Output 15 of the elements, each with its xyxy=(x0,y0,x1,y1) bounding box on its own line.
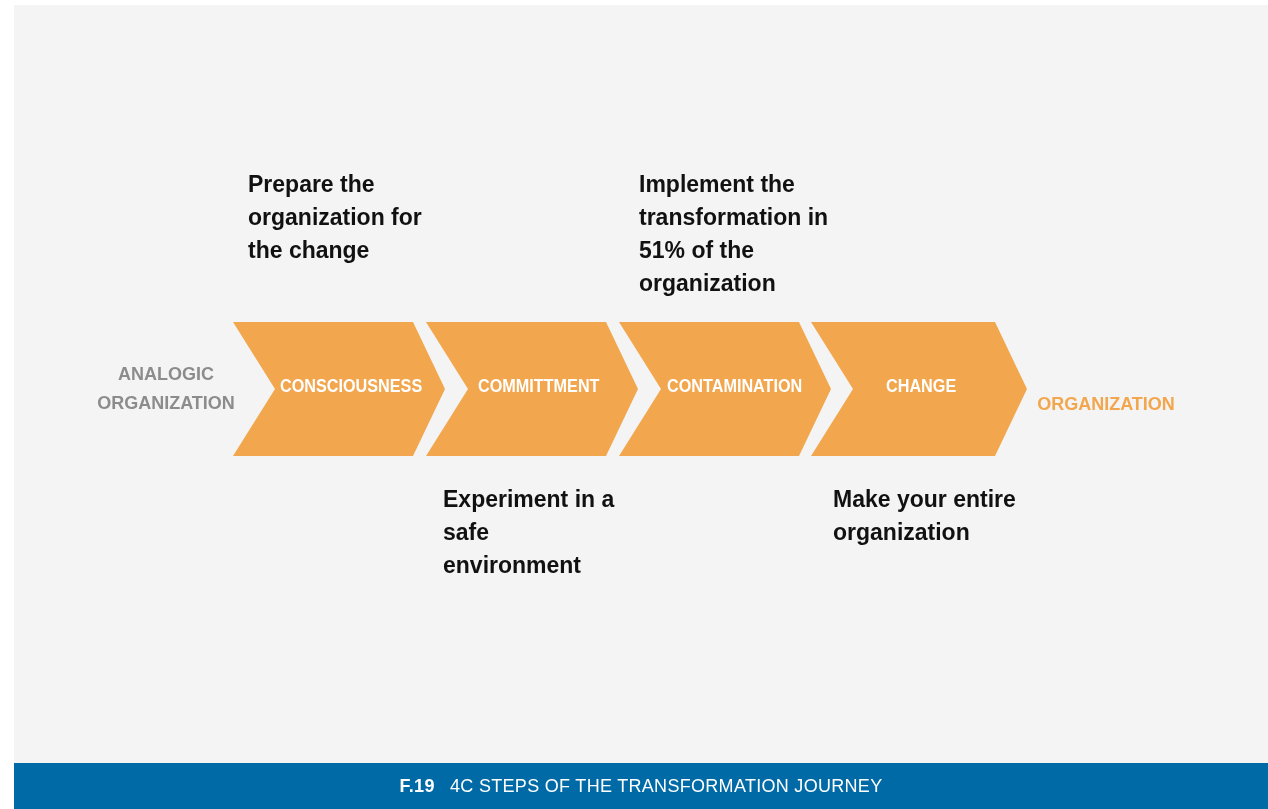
chevron-step xyxy=(619,322,831,456)
step-label: CONSCIOUSNESS xyxy=(280,376,423,397)
caption: F.19 4C STEPS OF THE TRANSFORMATION JOURNEY xyxy=(399,775,883,797)
step-description: Prepare the organization for the change xyxy=(248,170,423,265)
step-label: CHANGE xyxy=(886,376,957,397)
chevron-step xyxy=(811,322,1027,456)
chevron-step xyxy=(426,322,638,456)
step-label: CONTAMINATION xyxy=(667,376,803,397)
step-description: Experiment in a safe environment xyxy=(443,485,616,580)
state-label: ANALOGIC ORGANIZATION xyxy=(96,363,236,415)
step-description: Make your entire organization xyxy=(833,485,1017,547)
step-description: Implement the transformation in 51% of the organization xyxy=(639,170,829,298)
state-label: ORGANIZATION xyxy=(1036,393,1176,416)
chevron-step xyxy=(233,322,445,456)
step-label: COMMITTMENT xyxy=(478,376,600,397)
